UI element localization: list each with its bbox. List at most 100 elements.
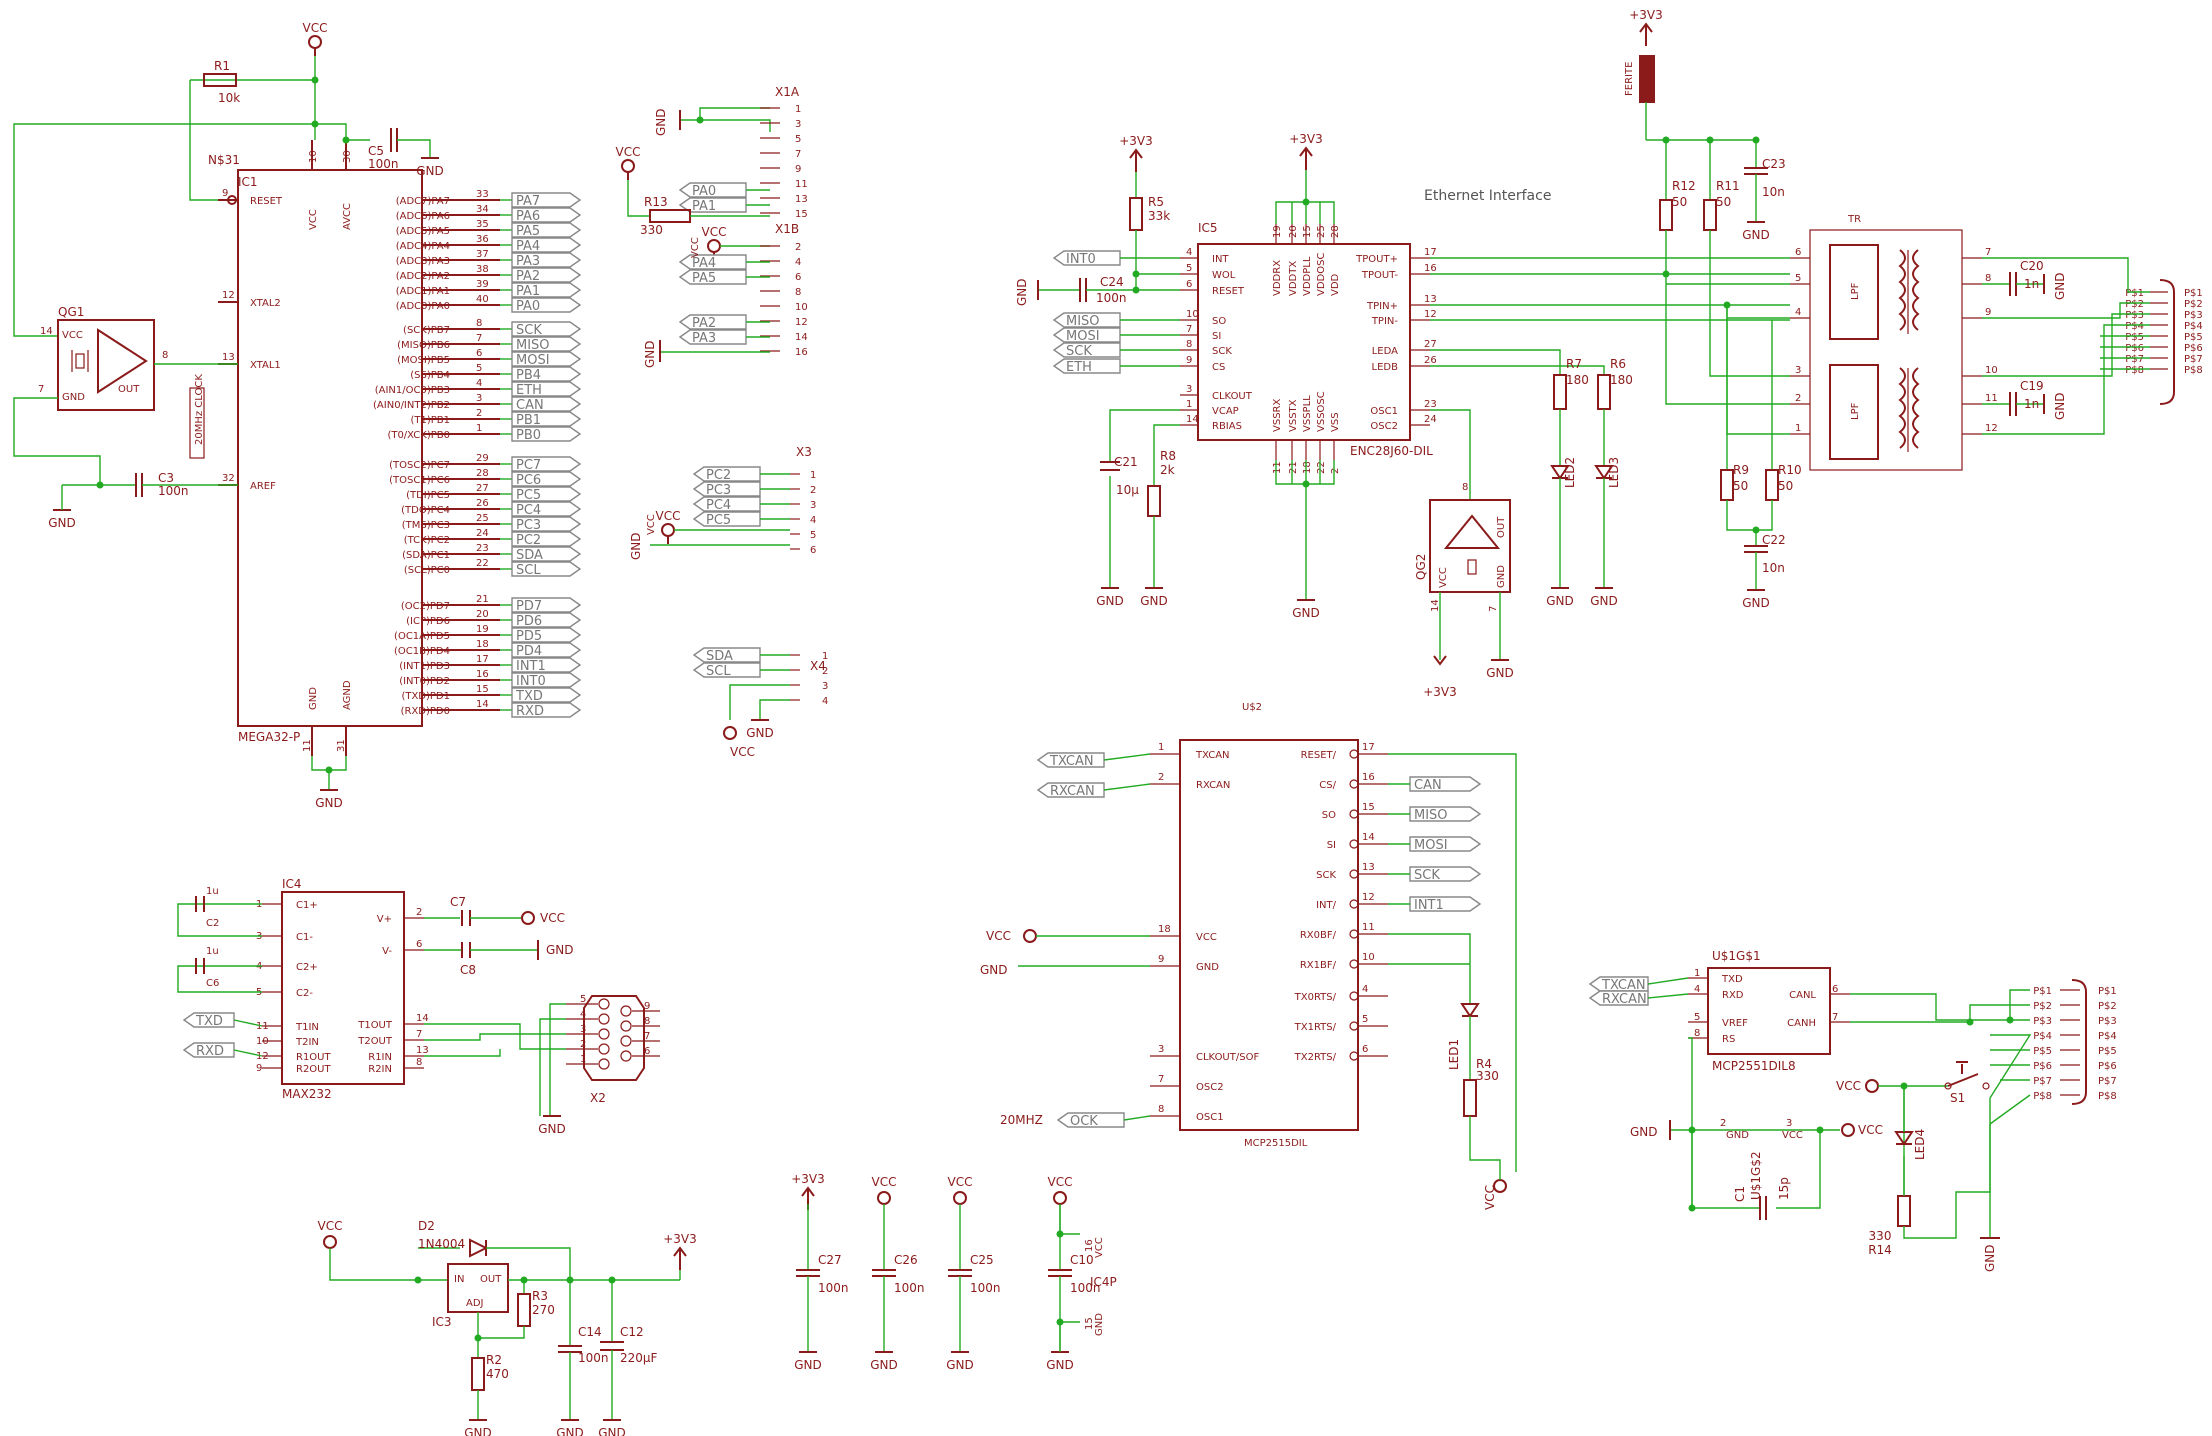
s1-vcc: VCC [1836,1079,1861,1093]
rj-top-pin-P$8: P$8 [2125,365,2144,376]
u1g2-name: U$1G$2 [1749,1151,1763,1200]
led1-icon [1460,1003,1480,1018]
wire [539,1018,566,1116]
c14-name: C14 [578,1325,602,1339]
x2-lpin-5: 5 [580,994,586,1005]
ic5-bnum: 22 [1316,461,1327,474]
ic1-net-PA7-shape [511,192,582,208]
r13-name: R13 [644,195,668,209]
tr-rpin-8: 8 [1985,273,1991,284]
ic1-net-SCK: SCK [516,323,542,338]
tr-name: TR [1847,214,1861,225]
u2-inv-15 [1349,809,1359,819]
u2-inv-10 [1349,959,1359,969]
tr-lpin-4: 4 [1795,307,1801,318]
r2-value: 470 [486,1367,509,1381]
u2-vcc: VCC [986,929,1011,943]
u2-inv-14 [1349,839,1359,849]
x2-pin-d-8 [620,1020,632,1032]
qg2-body [1429,499,1511,593]
rj-bot-out-P$4: P$4 [2098,1031,2117,1042]
wire [1135,230,1180,275]
rj-top-out-P$6: P$6 [2184,343,2203,354]
dec-C27-gnd: GND [794,1358,822,1372]
ic1-net-ETH: ETH [516,383,542,398]
ic1-pin-16-num: 16 [476,669,489,680]
u2-lnum: 9 [1158,954,1164,965]
ic5-bnum: 2 [1330,468,1341,474]
ic1-pin-39-num: 39 [476,279,489,290]
junction-dot [1900,1082,1908,1090]
wire [486,1247,571,1280]
ic5-name: IC5 [1198,221,1218,235]
c12-gnd: GND [598,1426,626,1436]
x4-gnd: GND [746,726,774,740]
u2-inv-5 [1349,1021,1359,1031]
ic4-rnum: 13 [416,1045,429,1056]
x1b-vcc: VCC [702,225,727,239]
wire [1850,1004,2030,1023]
ic5-lpin-SI: SI [1212,331,1221,342]
rj-top-out-P$2: P$2 [2184,299,2203,310]
c7-vcc: VCC [540,911,565,925]
rj-bot-pin-P$6: P$6 [2033,1061,2052,1072]
rj45-top-icon [2159,279,2175,405]
rj-top-pin-P$6: P$6 [2125,343,2144,354]
u2-rnum: 17 [1362,742,1375,753]
ic1-pin-37-num: 37 [476,249,489,260]
wire [189,80,218,201]
ic5-rpin-LEDB: LEDB [1372,362,1399,373]
ic3-out: OUT [480,1274,502,1285]
r5-body [1129,197,1143,231]
x2-lpin-1: 1 [580,1054,586,1065]
ic5-lnum: 3 [1186,384,1192,395]
ic1-net-PA7: PA7 [516,194,540,209]
ic1-net-PC4-shape [511,501,582,517]
rj-top-out-P$4: P$4 [2184,321,2203,332]
ic1-pin-19-label: (OC1A)PD5 [394,631,450,642]
x1b-pin-6: 6 [795,272,801,283]
u2-flag-INT1-shape [1409,896,1482,912]
u2-rnum: 5 [1362,1014,1368,1025]
ic4p-pin16: 16 [1084,1239,1095,1252]
x2-rpin-7: 7 [644,1031,650,1042]
tr-lpf-bot-label: LPF [1850,402,1861,420]
c22-value: 10n [1762,561,1785,575]
ic5-flag-int0: INT0 [1066,252,1096,267]
ic4-value: MAX232 [282,1087,332,1101]
ic4-rnum: 7 [416,1029,422,1040]
c1-plates [1759,1196,1767,1220]
r13-value: 330 [640,223,663,237]
ic1-pin-26-num: 26 [476,498,489,509]
tr-lpin-3: 3 [1795,365,1801,376]
rj45-bot-icon [2071,979,2087,1105]
junction-dot [414,1276,422,1284]
ic1-reset-inv [227,195,237,205]
u1g2-vcc: VCC [1858,1123,1883,1137]
x3-vcc-label: VCC [646,514,657,535]
u1g-body [1707,967,1831,1055]
ic5-rnum: 24 [1424,414,1437,425]
ic4-name: IC4 [282,877,302,891]
junction-dot [2006,1016,2014,1024]
u2-lpin-VCC: VCC [1196,932,1217,943]
ic1-pin-18-num: 18 [476,639,489,650]
x3-flag-PC4: PC4 [706,498,731,513]
ic4-lpin-C1+: C1+ [296,900,318,911]
ic1-pin-14-num: 14 [476,699,489,710]
x1a-name: X1A [775,85,800,99]
junction-dot [696,116,704,124]
junction-dot [1966,1018,1974,1026]
tr-lpin-1: 1 [1795,423,1801,434]
psu-vcc: VCC [318,1219,343,1233]
r14-value: 330 [1869,1229,1892,1243]
ic1-net-PA5: PA5 [516,224,540,239]
wire [424,1023,566,1050]
x2-pin-c-1 [598,1058,610,1070]
r14-name: R14 [1868,1243,1892,1257]
junction-dot [311,120,319,128]
ic5-lnum: 10 [1186,309,1199,320]
ic4p-gnd: GND [1094,1313,1105,1336]
ic1-pin-label: XTAL2 [250,298,281,309]
u2-lpin-OSC1: OSC1 [1196,1112,1224,1123]
